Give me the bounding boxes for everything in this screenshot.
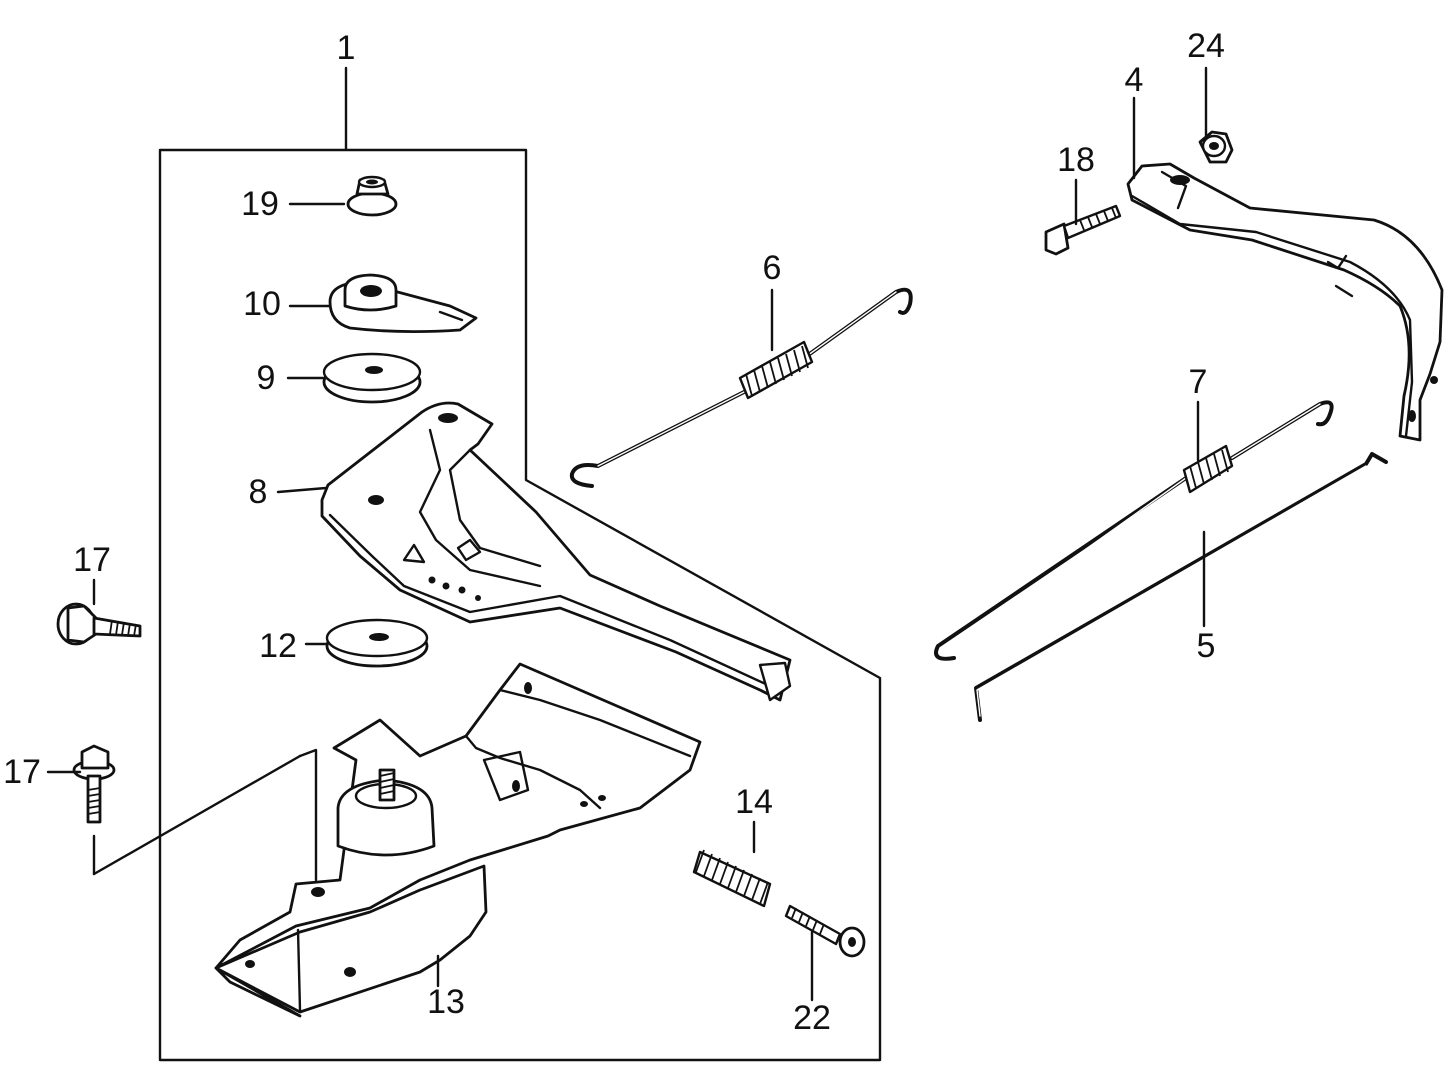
callout-12: 12 — [259, 627, 297, 665]
part-17-flange-bolt-upper — [56, 602, 142, 646]
part-14-spring — [692, 849, 772, 908]
callout-leaders — [46, 66, 1208, 1002]
callout-17-lower: 17 — [3, 753, 41, 791]
callout-9: 9 — [257, 359, 276, 397]
callout-17-upper: 17 — [73, 541, 111, 579]
part-6-spring-rod — [569, 287, 913, 488]
part-10-governor-plate — [328, 273, 478, 333]
part-7-spring-rod — [934, 400, 1334, 661]
callout-10: 10 — [243, 285, 281, 323]
callout-22: 22 — [793, 999, 831, 1037]
part-5-rod — [974, 452, 1388, 722]
callout-14: 14 — [735, 783, 773, 821]
part-18-bolt — [1044, 204, 1122, 256]
callout-24: 24 — [1187, 27, 1225, 65]
callout-19: 19 — [241, 185, 279, 223]
callout-13: 13 — [427, 983, 465, 1021]
callout-4: 4 — [1125, 61, 1144, 99]
callout-1: 1 — [337, 29, 356, 67]
assembly-leader-lines — [92, 748, 318, 882]
part-4-control-lever — [1126, 162, 1444, 442]
part-12-washer — [325, 618, 429, 668]
part-9-washer — [322, 352, 422, 404]
callout-5: 5 — [1197, 627, 1216, 665]
part-22-screw — [784, 904, 866, 958]
callout-labels: 1 19 10 9 8 12 17 17 13 14 22 6 7 5 4 18… — [3, 27, 1225, 1037]
callout-18: 18 — [1057, 141, 1095, 179]
part-19-flange-nut — [346, 175, 398, 217]
callout-7: 7 — [1189, 363, 1208, 401]
callout-8: 8 — [249, 473, 268, 511]
part-8-control-bracket — [320, 401, 792, 702]
part-13-base-plate — [214, 662, 702, 1018]
assembly-group-outline — [158, 66, 882, 1062]
part-24-nut — [1198, 130, 1234, 164]
part-17-flange-bolt-lower — [72, 744, 116, 824]
callout-6: 6 — [763, 249, 782, 287]
